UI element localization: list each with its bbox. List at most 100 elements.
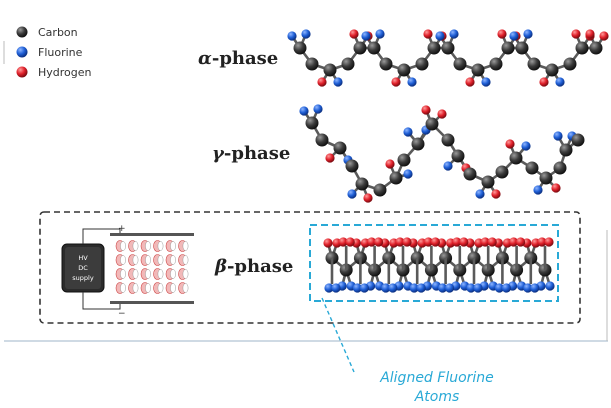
carbon-atom [563, 57, 577, 71]
supply-box-face [65, 247, 101, 289]
carbon-atom [323, 63, 337, 77]
hydrogen-atom [374, 237, 384, 247]
fluorine-atom [299, 106, 309, 116]
fluorine-atom [347, 189, 357, 199]
carbon-atom [525, 161, 539, 175]
dipole-fluorine-end [120, 283, 126, 293]
hydrogen-atom [345, 237, 355, 247]
hydrogen-atom [480, 237, 490, 247]
fluorine-atom [381, 283, 391, 293]
electrode-top [110, 233, 194, 236]
hv-dc-supply: HV DC supply + − [61, 224, 194, 319]
fluorine-atom [481, 77, 491, 87]
hydrogen-atom [465, 77, 475, 87]
hydrogen-atom [430, 237, 440, 247]
fluorine-atom [501, 283, 511, 293]
carbon-atom [355, 177, 369, 191]
fluorine-atom [435, 31, 445, 41]
hydrogen-atom [391, 77, 401, 87]
fluorine-atom [523, 29, 533, 39]
dipole-fluorine-end [182, 255, 189, 265]
carbon-atom [495, 165, 509, 179]
carbon-atom [373, 183, 387, 197]
fluorine-atom [331, 283, 341, 293]
hydrogen-atom [385, 159, 395, 169]
supply-wire-top [82, 228, 121, 244]
carbon-atom [545, 63, 559, 77]
dipole-fluorine-end [170, 269, 176, 279]
fluorine-atom [521, 141, 531, 151]
legend-carbon-label: Carbon [38, 26, 78, 39]
dipole-fluorine-end [182, 269, 189, 279]
hydrogen-atom [323, 238, 333, 248]
dipole-fluorine-end [145, 241, 151, 251]
carbon-atom [559, 143, 573, 157]
dipole-fluorine-end [170, 241, 176, 251]
gamma-phase-label: γ-phase [212, 143, 290, 164]
fluorine-atom [473, 283, 483, 293]
fluorine-atom [388, 283, 398, 293]
fluorine-atom [443, 161, 453, 171]
carbon-atom [471, 63, 485, 77]
fluorine-atom [407, 77, 417, 87]
carbon-atom [509, 151, 523, 165]
hydrogen-atom [363, 193, 373, 203]
beta-suffix: -phase [227, 256, 293, 277]
dipole-fluorine-end [182, 241, 189, 251]
legend-fluorine-label: Fluorine [38, 46, 83, 59]
alpha-phase-label: α-phase [198, 48, 278, 69]
dipole-array [115, 240, 189, 294]
hydrogen-atom [537, 237, 547, 247]
hydrogen-atom [402, 237, 412, 247]
carbon-atom [481, 175, 495, 189]
hydrogen-atom [497, 29, 507, 39]
fluorine-atom [545, 281, 555, 291]
hydrogen-atom [437, 109, 447, 119]
fluorine-atom [494, 283, 504, 293]
hydrogen-atom [508, 237, 519, 247]
fluorine-atom [445, 283, 455, 293]
hydrogen-atom [599, 31, 609, 41]
hydrogen-atom [338, 237, 348, 247]
carbon-atom [333, 141, 347, 155]
carbon-atom [553, 161, 567, 175]
carbon-atom [341, 57, 355, 71]
hydrogen-atom [491, 189, 501, 199]
supply-label-dc: DC [78, 264, 88, 272]
fluorine-atom [416, 283, 426, 293]
carbon-atom [411, 137, 425, 151]
carbon-atom [345, 159, 359, 173]
carbon-atom [293, 41, 307, 55]
hydrogen-atom [516, 237, 526, 247]
carbon-atom [397, 153, 411, 167]
fluorine-atom [287, 31, 297, 41]
dipole-fluorine-end [132, 283, 139, 293]
dipole-fluorine-end [132, 269, 139, 279]
hydrogen-atom [487, 237, 497, 247]
dipole-fluorine-end [145, 269, 151, 279]
fluorine-atom [313, 104, 323, 114]
carbon-atom [489, 57, 503, 71]
hydrogen-atom [539, 77, 549, 87]
carbon-atom [527, 57, 541, 71]
hydrogen-atom [367, 237, 377, 247]
dipole-fluorine-end [157, 241, 164, 251]
legend-carbon-dot [16, 26, 28, 38]
dipole-fluorine-end [132, 255, 139, 265]
fluorine-atom [466, 283, 476, 293]
carbon-atom [379, 57, 393, 71]
alpha-phase-molecule [287, 29, 609, 87]
callout-leader-line [321, 297, 355, 373]
gamma-phase-molecule [299, 104, 585, 203]
carbon-atom [589, 41, 603, 55]
beta-phase-label: β-phase [214, 256, 293, 277]
fluorine-atom [403, 169, 413, 179]
fluorine-atom [509, 31, 519, 41]
fluorine-atom [533, 185, 543, 195]
fluorine-atom [409, 283, 419, 293]
supply-label-hv: HV [78, 254, 88, 262]
fluorine-atom [333, 77, 343, 87]
carbon-atom [305, 116, 319, 130]
dipole-fluorine-end [170, 255, 176, 265]
callout-line-1: Aligned Fluorine [379, 370, 494, 386]
